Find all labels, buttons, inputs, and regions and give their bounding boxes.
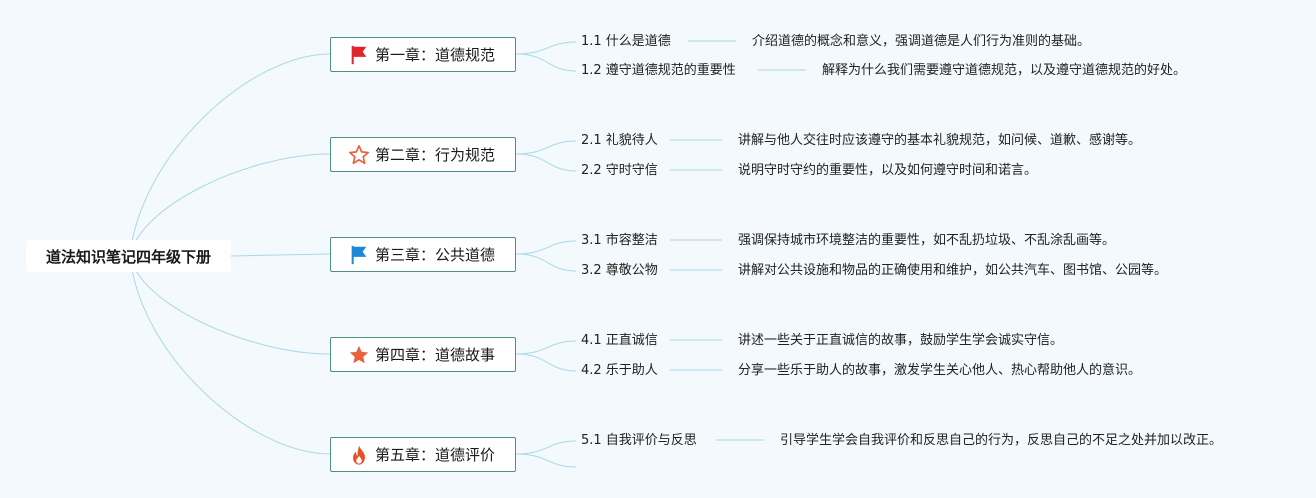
section-1-1-desc[interactable]: 介绍道德的概念和意义，强调道德是人们行为准则的基础。 [752,34,1091,49]
section-4-1-desc[interactable]: 讲述一些关于正直诚信的故事，鼓励学生学会诚实守信。 [738,333,1064,348]
chapter-2-section-connector-2 [515,153,577,172]
root-connector-5 [129,255,331,455]
chapter-1-section-connector-1 [515,41,577,55]
section-3-2-desc[interactable]: 讲解对公共设施和物品的正确使用和维护，如公共汽车、图书馆、公园等。 [738,263,1168,278]
root-topic[interactable]: 道法知识笔记四年级下册 [26,240,231,272]
section-4-1-title[interactable]: 4.1 正直诚信 [581,333,658,348]
root-connector-3 [230,253,331,257]
section-5-1-desc[interactable]: 引导学生学会自我评价和反思自己的行为，反思自己的不足之处并加以改正。 [780,433,1223,448]
section-3-1-desc[interactable]: 强调保持城市环境整洁的重要性，如不乱扔垃圾、不乱涂乱画等。 [738,233,1116,248]
root-connector-1 [129,53,331,257]
section-2-1-title[interactable]: 2.1 礼貌待人 [581,133,658,148]
outline-star-icon [347,143,371,167]
section-2-2-title[interactable]: 2.2 守时守信 [581,163,658,178]
chapter-4-node[interactable]: 第四章：道德故事 [330,337,516,372]
chapter-1-title: 第一章：道德规范 [375,46,496,64]
chapter-4-section-connector-2 [515,353,577,372]
section-1-2-title[interactable]: 1.2 遵守道德规范的重要性 [581,63,736,78]
chapter-2-node[interactable]: 第二章：行为规范 [330,137,516,172]
section-2-2-desc[interactable]: 说明守时守约的重要性，以及如何遵守时间和诺言。 [738,163,1038,178]
chapter-3-title: 第三章：公共道德 [375,246,496,264]
section-4-2-desc[interactable]: 分享一些乐于助人的故事，激发学生关心他人、热心帮助他人的意识。 [738,363,1142,378]
section-1-2-desc[interactable]: 解释为什么我们需要遵守道德规范，以及遵守道德规范的好处。 [822,63,1187,78]
blue-flag-icon [347,243,371,267]
chapter-2-title: 第二章：行为规范 [375,146,496,164]
chapter-4-section-connector-1 [515,340,577,355]
chapter-5-title: 第五章：道德评价 [375,446,496,464]
chapter-5-section-connector-1 [515,440,577,455]
section-2-1-desc[interactable]: 讲解与他人交往时应该遵守的基本礼貌规范，如问候、道歉、感谢等。 [738,133,1142,148]
section-3-2-title[interactable]: 3.2 尊敬公物 [581,263,658,278]
chapter-3-section-connector-1 [515,240,577,255]
fire-icon [347,443,371,467]
root-topic-label: 道法知识笔记四年级下册 [45,247,211,266]
filled-star-icon [347,343,371,367]
chapter-5-empty-connector [515,453,577,468]
root-connector-2 [129,153,331,257]
chapter-3-node[interactable]: 第三章：公共道德 [330,237,516,272]
section-5-1-title[interactable]: 5.1 自我评价与反思 [581,433,697,448]
chapter-3-section-connector-2 [515,253,577,272]
section-4-2-title[interactable]: 4.2 乐于助人 [581,363,658,378]
chapter-4-title: 第四章：道德故事 [375,346,496,364]
chapter-5-node[interactable]: 第五章：道德评价 [330,437,516,472]
section-1-1-title[interactable]: 1.1 什么是道德 [581,34,671,49]
chapter-1-section-connector-2 [515,53,577,72]
section-3-1-title[interactable]: 3.1 市容整洁 [581,233,658,248]
red-flag-icon [347,43,371,67]
chapter-1-node[interactable]: 第一章：道德规范 [330,37,516,72]
root-connector-4 [129,255,331,355]
chapter-2-section-connector-1 [515,140,577,155]
